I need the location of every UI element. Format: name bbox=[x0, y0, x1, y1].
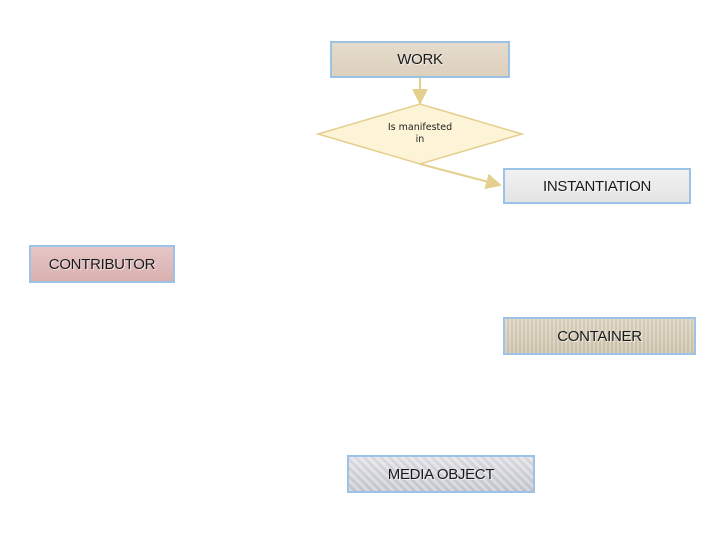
entity-container-label: CONTAINER bbox=[557, 327, 642, 345]
entity-media-object: MEDIA OBJECT bbox=[347, 455, 535, 493]
relationship-to-instantiation-connector bbox=[419, 163, 502, 190]
entity-container: CONTAINER bbox=[503, 317, 696, 355]
entity-work: WORK bbox=[330, 41, 510, 78]
entity-contributor: CONTRIBUTOR bbox=[29, 245, 175, 283]
entity-instantiation: INSTANTIATION bbox=[503, 168, 691, 204]
entity-contributor-label: CONTRIBUTOR bbox=[48, 255, 156, 273]
entity-work-label: WORK bbox=[397, 51, 443, 68]
relationship-label: Is manifested in bbox=[360, 122, 480, 146]
relationship-label-line-2: in bbox=[415, 134, 425, 145]
entity-media-object-label: MEDIA OBJECT bbox=[387, 465, 495, 483]
entity-instantiation-label: INSTANTIATION bbox=[542, 177, 652, 195]
relationship-label-line-1: Is manifested bbox=[387, 122, 453, 133]
